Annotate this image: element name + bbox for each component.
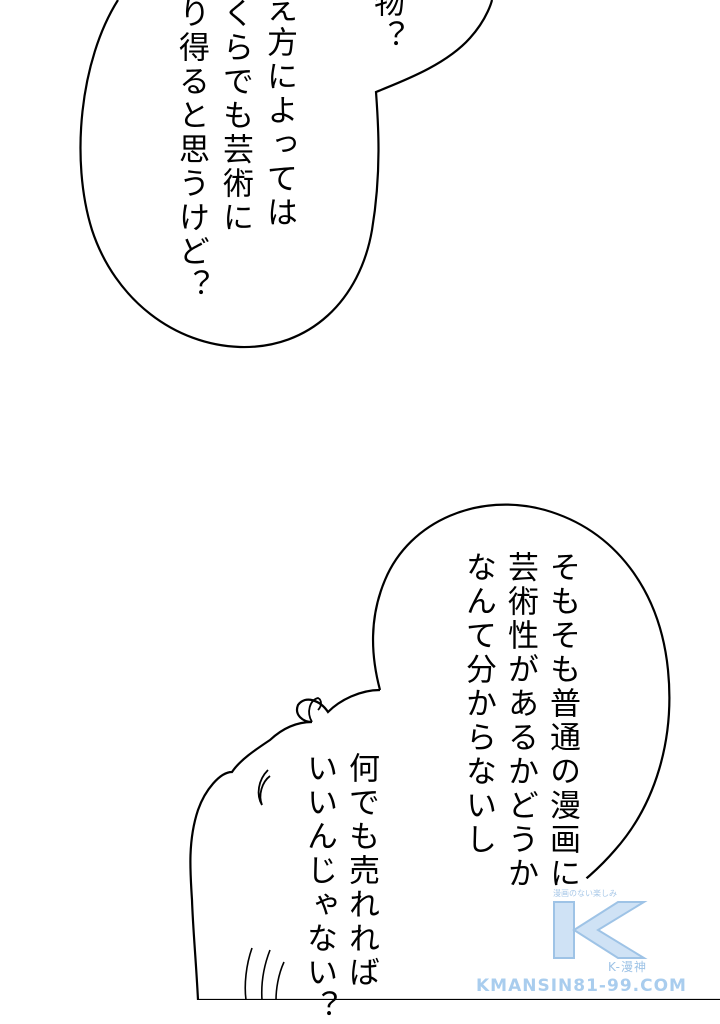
- thought-bubble-curl: [257, 769, 271, 806]
- watermark-tagline: 漫画のない楽しみ: [553, 889, 617, 898]
- watermark-site-name: K-漫神: [608, 960, 647, 974]
- top-bubble-column-2: え方によっては: [261, 0, 297, 230]
- bottom-bubble-column-2: 芸術性があるかどうか: [502, 551, 538, 891]
- top-bubble-column-4: り得ると思うけど？: [173, 0, 209, 303]
- bottom-bubble-column-3: なんて分からないし: [460, 551, 496, 857]
- thought-bubble-column-1: 何でも売れれば: [343, 752, 379, 990]
- top-bubble-column-3: くらでも芸術に: [217, 0, 253, 235]
- top-bubble-column-1: 物？: [368, 0, 404, 54]
- thought-bubble-curl-top: [308, 697, 322, 723]
- watermark-url: KMANSIN81-99.COM: [476, 976, 687, 996]
- thought-bubble-bottom-strokes: [244, 947, 285, 1000]
- top-speech-bubble: [79, 0, 494, 349]
- bottom-bubble-column-1: そもそも普通の漫画に: [544, 551, 580, 891]
- site-logo-icon: [553, 901, 648, 959]
- thought-bubble-column-2: いいんじゃない？: [301, 752, 337, 1024]
